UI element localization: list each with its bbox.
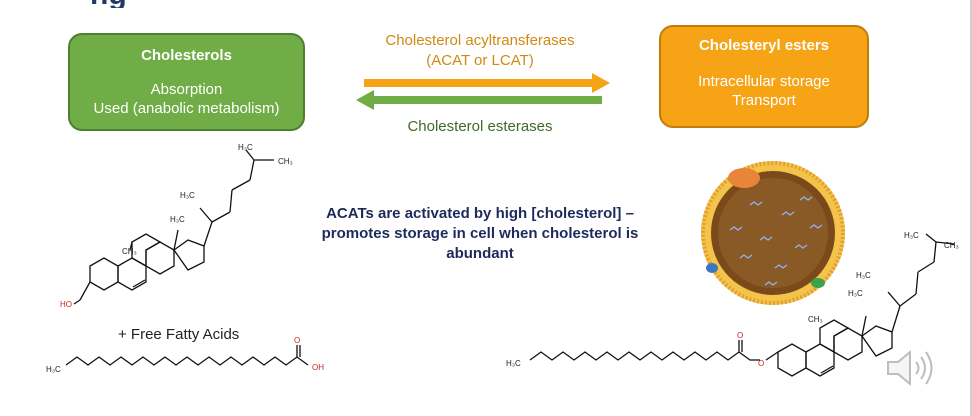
label-h3c-ffa: H₃C [46,365,61,374]
statement-line-2: promotes storage in cell when cholestero… [321,225,639,242]
esterase-label: Cholesterol esterases [407,118,553,135]
label-h3c-ester-top: H₃C [904,231,919,240]
acyltransferase-line-2: (ACAT or LCAT) [426,52,534,69]
label-o-ffa: O [294,336,300,345]
acat-statement: ACATs are activated by high [cholesterol… [290,204,670,264]
label-h3c-ester-side: H₃C [856,271,871,280]
fatty-acid-structure [65,345,309,366]
esters-line-storage: Intracellular storage [698,73,830,90]
label-o-carbonyl: O [737,331,743,340]
reverse-arrow [356,90,602,110]
cholesteryl-ester-structure [529,233,955,377]
cholesterol-structure [73,149,274,305]
statement-line-1: ACATs are activated by high [cholesterol… [326,205,634,222]
label-ch3-top: CH₃ [278,157,293,166]
acyltransferase-line-1: Cholesterol acyltransferases [385,32,575,49]
label-h3c-ester-ring: H₃C [848,289,863,298]
label-h3c-mid: H₃C [180,191,195,200]
cholesteryl-esters-title: Cholesteryl esters [698,37,830,54]
label-ch3-ester-ring: CH₃ [808,315,823,324]
label-ho: HO [60,300,72,309]
label-o-ester: O [758,359,764,368]
cholesterols-title: Cholesterols [141,47,232,64]
free-fatty-acids-label: + Free Fatty Acids [118,326,240,343]
label-oh-ffa: OH [312,363,324,372]
label-ch3-ester-top: CH₃ [944,241,959,250]
acyltransferase-label: Cholesterol acyltransferases (ACAT or LC… [360,31,600,71]
lipoprotein-particle [701,161,845,305]
label-h3c-ester-chain: H₃C [506,359,521,368]
label-ch3-ring: CH₃ [122,247,137,256]
cholesteryl-esters-box: Cholesteryl esters Intracellular storage… [659,25,869,128]
forward-arrow [364,73,610,93]
cholesterols-box: Cholesterols Absorption Used (anabolic m… [68,33,305,131]
label-h3c-ring: H₃C [170,215,185,224]
cholesterol-labels: H₃C CH₃ H₃C H₃C CH₃ HO [60,143,293,309]
fatty-acid-labels: H₃C O OH [46,336,324,374]
label-h3c-top: H₃C [238,143,253,152]
esters-line-transport: Transport [732,92,796,109]
cholesterols-line-anabolic: Used (anabolic metabolism) [93,100,280,117]
cholesterols-line-absorption: Absorption [150,81,223,98]
statement-line-3: abundant [446,245,514,262]
speaker-icon[interactable] [884,346,940,390]
slide-title: ng [90,0,650,8]
ester-labels: H₃C O O CH₃ H₃C H₃C H₃C CH₃ [506,231,959,368]
